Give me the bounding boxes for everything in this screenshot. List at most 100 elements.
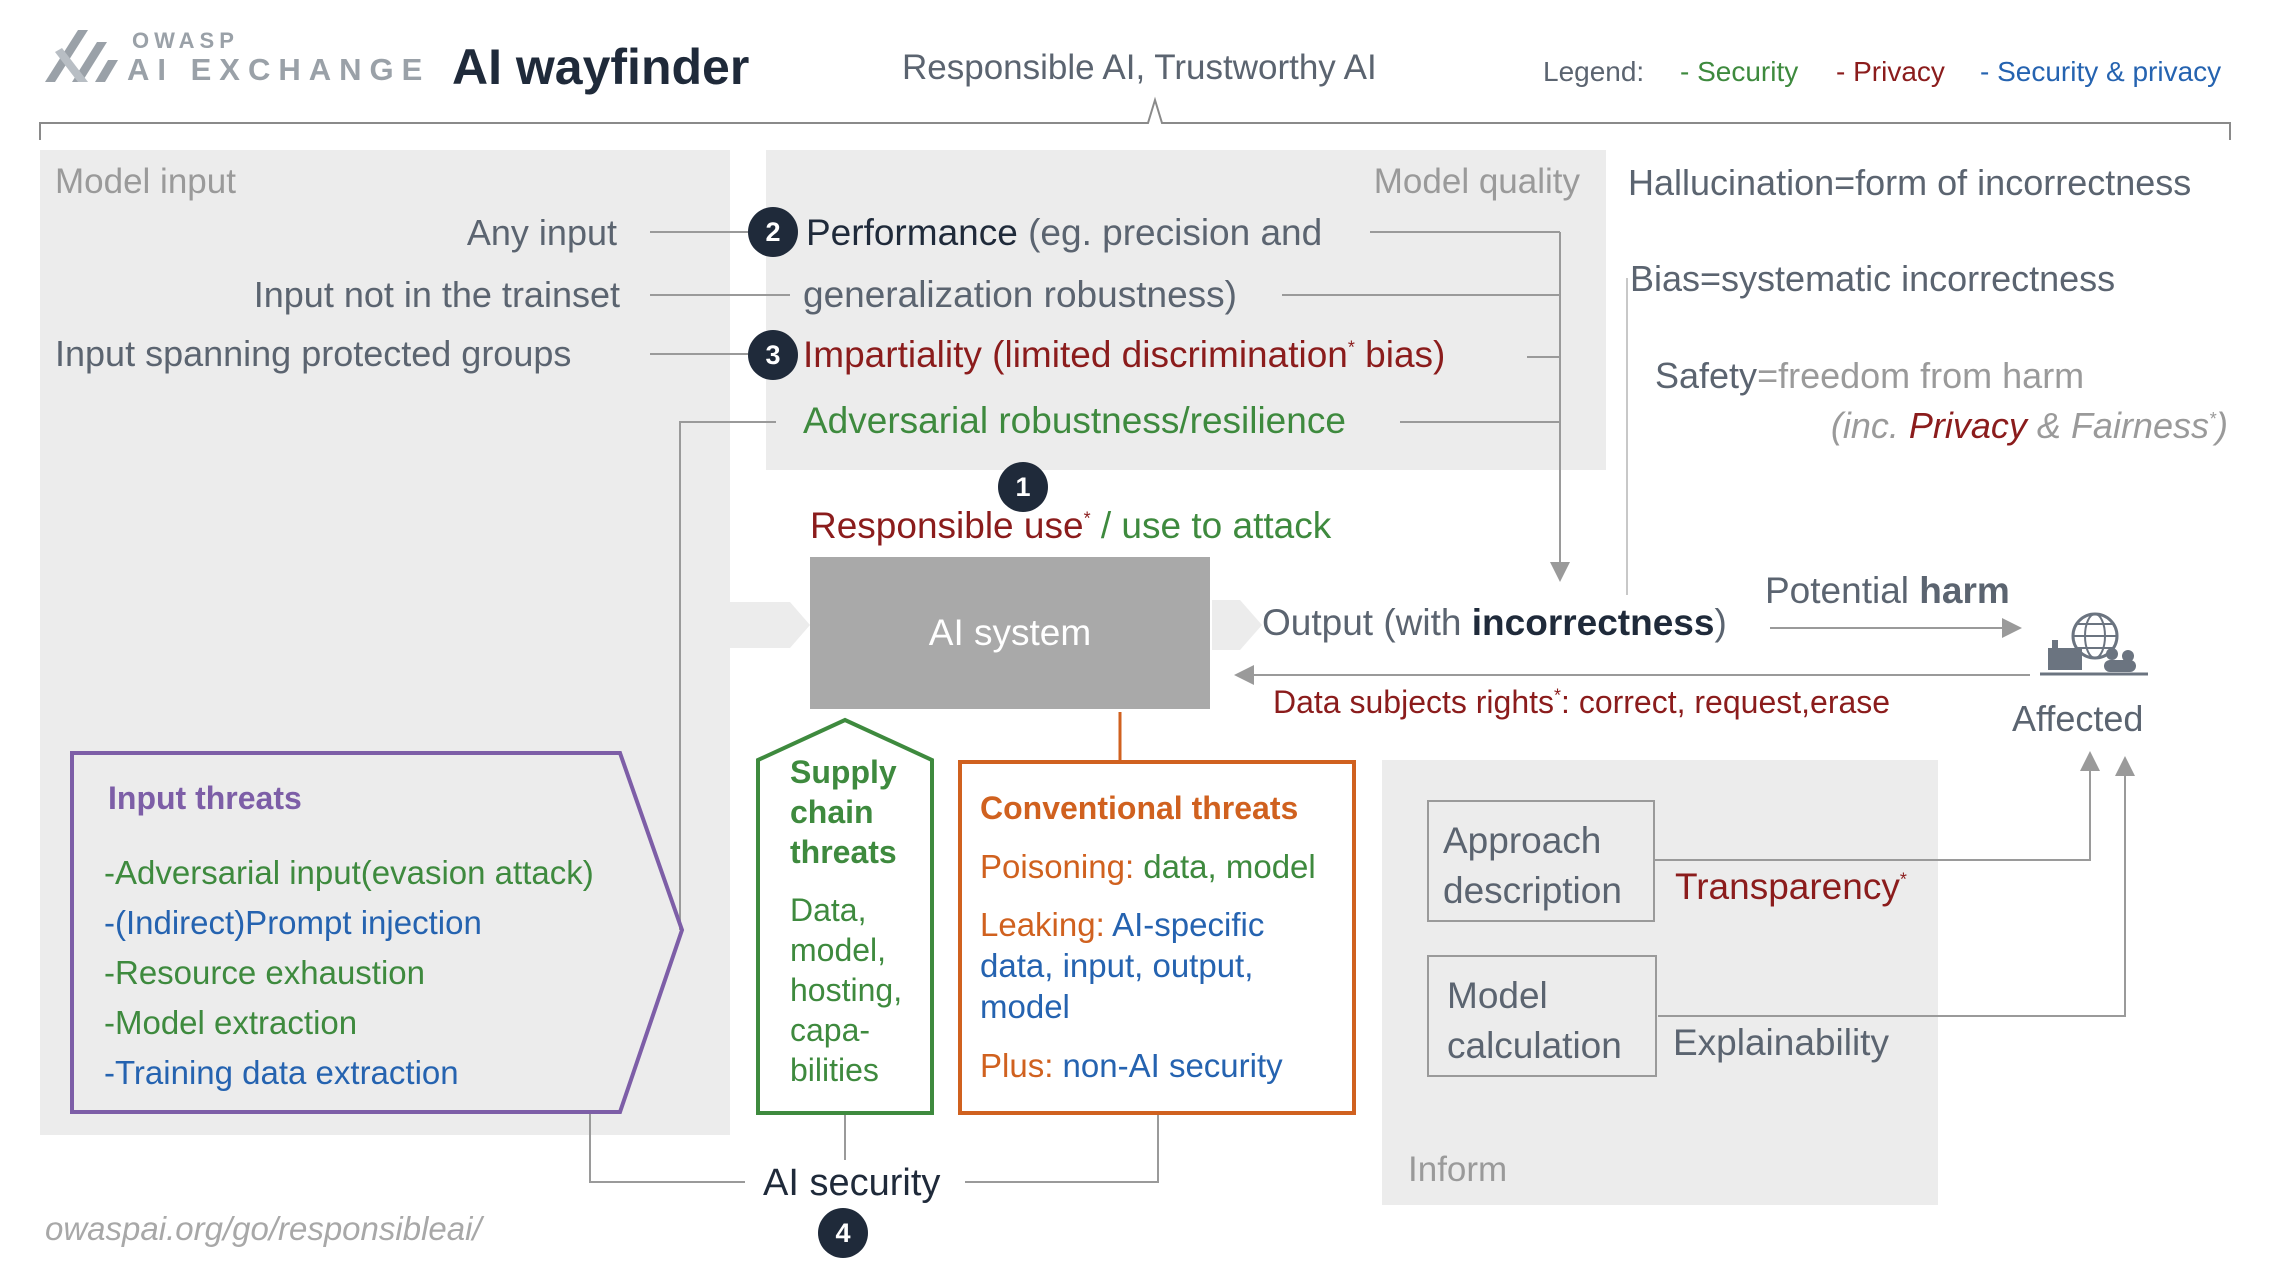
safety-note: Safety=freedom from harm (1655, 355, 2084, 397)
inc-fairness: & Fairness (2026, 405, 2209, 446)
page-title: AI wayfinder (452, 39, 750, 95)
input-threat-item: -Resource exhaustion (104, 954, 426, 991)
model-input-title: Model input (55, 162, 236, 201)
responsible-use-asterisk: * (1083, 508, 1091, 529)
owasp-logo-icon (45, 30, 118, 82)
plus-line: Plus: non-AI security (980, 1047, 1283, 1085)
dsr-rest: : correct, request,erase (1561, 684, 1891, 720)
any-input-label: Any input (466, 212, 617, 253)
model-calculation-box: Model calculation (1427, 955, 1657, 1077)
conventional-threats-box (958, 760, 1356, 1115)
ai-security-label: AI security (763, 1162, 941, 1204)
model-calc-l2: calculation (1447, 1025, 1622, 1066)
supply-title-l2: chain (790, 794, 874, 830)
impartiality-text-b: bias) (1354, 334, 1446, 375)
marker-2: 2 (748, 207, 798, 257)
input-threat-item: -Adversarial input(evasion attack) (104, 854, 594, 891)
top-brace (39, 96, 2231, 140)
legend-security-privacy: - Security & privacy (1980, 56, 2222, 87)
approach-l2: description (1443, 870, 1622, 911)
input-threat-item: -(Indirect)Prompt injection (104, 904, 482, 941)
plus-label: Plus: (980, 1047, 1063, 1084)
output-close: ) (1714, 602, 1727, 643)
supply-title-l1: Supply (790, 754, 897, 790)
data-subjects-rights: Data subjects rights*: correct, request,… (1273, 684, 1890, 721)
explainability-label: Explainability (1673, 1022, 1889, 1063)
performance-line: Performance (eg. precision and (806, 212, 1322, 254)
responsible-use-line: Responsible use* / use to attack (810, 505, 1331, 547)
performance-detail: (eg. precision and (1017, 212, 1323, 253)
supply-body-l1: Data, (790, 892, 867, 928)
plus-value: non-AI security (1062, 1047, 1283, 1084)
affected-label: Affected (2012, 698, 2144, 739)
performance-label: Performance (806, 212, 1018, 253)
adversarial-label: Adversarial robustness/resilience (803, 400, 1346, 441)
leaking-block: Leaking: AI-specific data, input, output… (980, 904, 1264, 1027)
approach-l1: Approach (1443, 820, 1602, 861)
inc-privacy: Privacy (1908, 405, 2027, 446)
ai-system-box: AI system (810, 557, 1210, 709)
safety-definition: =freedom from harm (1757, 355, 2085, 396)
inform-panel (1382, 760, 1938, 1205)
subtitle: Responsible AI, Trustworthy AI (902, 48, 1377, 87)
leaking-label: Leaking: (980, 906, 1113, 943)
input-threat-item: -Model extraction (104, 1004, 358, 1041)
logo-owasp: OWASP (132, 28, 239, 53)
dsr-asterisk: * (1554, 685, 1562, 706)
bias-note: Bias=systematic incorrectness (1630, 258, 2116, 299)
supply-body-l3: hosting, (790, 972, 903, 1008)
inc-open: (inc. (1830, 405, 1909, 446)
approach-box: Approach description (1427, 800, 1655, 922)
transparency-asterisk: * (1899, 869, 1907, 890)
input-not-trainset-label: Input not in the trainset (253, 274, 620, 315)
leaking-l1: AI-specific (1112, 906, 1265, 943)
marker-3: 3 (748, 330, 798, 380)
poisoning-line: Poisoning: data, model (980, 848, 1316, 886)
inform-title: Inform (1408, 1150, 1508, 1189)
output-incorrectness: incorrectness (1471, 602, 1715, 643)
leaking-l2: data, input, output, (980, 947, 1254, 984)
transparency-line: Transparency* (1675, 866, 1907, 908)
legend-security: - Security (1680, 56, 1799, 87)
dsr-label: Data subjects rights (1273, 684, 1555, 720)
responsible-use-label: Responsible use (810, 505, 1084, 546)
potential-harm-line: Potential harm (1765, 570, 2010, 612)
model-calc-l1: Model (1447, 975, 1548, 1016)
input-protected-groups-label: Input spanning protected groups (55, 333, 572, 374)
harm-label: harm (1919, 570, 2010, 611)
input-threats-title: Input threats (108, 780, 302, 816)
supply-body-l4: capa- (790, 1012, 871, 1048)
input-threat-item: -Training data extraction (104, 1054, 459, 1091)
supply-chain-title: Supply chain threats (790, 752, 897, 872)
poisoning-value: data, model (1143, 848, 1316, 885)
generalization-label: generalization robustness) (803, 274, 1237, 315)
input-threats-border (70, 751, 685, 1114)
leaking-l3: model (980, 988, 1070, 1025)
globe-icon (2040, 612, 2148, 676)
output-label: Output (with (1262, 602, 1472, 643)
model-quality-title: Model quality (1373, 162, 1580, 201)
ai-system-label: AI system (928, 612, 1092, 653)
marker-4: 4 (818, 1208, 868, 1258)
model-input-panel (40, 150, 730, 1135)
impartiality-label: Impartiality (limited discrimination* bi… (803, 334, 1445, 376)
transparency-label: Transparency (1675, 866, 1900, 907)
inc-privacy-fairness-note: (inc. Privacy & Fairness*) (1831, 405, 2228, 447)
output-line: Output (with incorrectness) (1262, 602, 1727, 644)
fairness-asterisk: * (2208, 409, 2216, 429)
impartiality-text-a: Impartiality (limited discrimination (803, 334, 1348, 375)
conventional-title: Conventional threats (980, 790, 1299, 826)
marker-1: 1 (998, 462, 1048, 512)
supply-chain-border (756, 717, 934, 1115)
impartiality-asterisk: * (1347, 337, 1355, 358)
poisoning-label: Poisoning: (980, 848, 1144, 885)
legend-label: Legend: (1543, 56, 1645, 87)
inc-close: ) (2216, 405, 2228, 446)
model-quality-panel (766, 150, 1606, 470)
footer-url[interactable]: owaspai.org/go/responsibleai/ (45, 1210, 482, 1247)
supply-title-l3: threats (790, 834, 897, 870)
input-threats-list: -Adversarial input(evasion attack) -(Indi… (104, 848, 594, 1098)
safety-label: Safety (1655, 355, 1758, 396)
